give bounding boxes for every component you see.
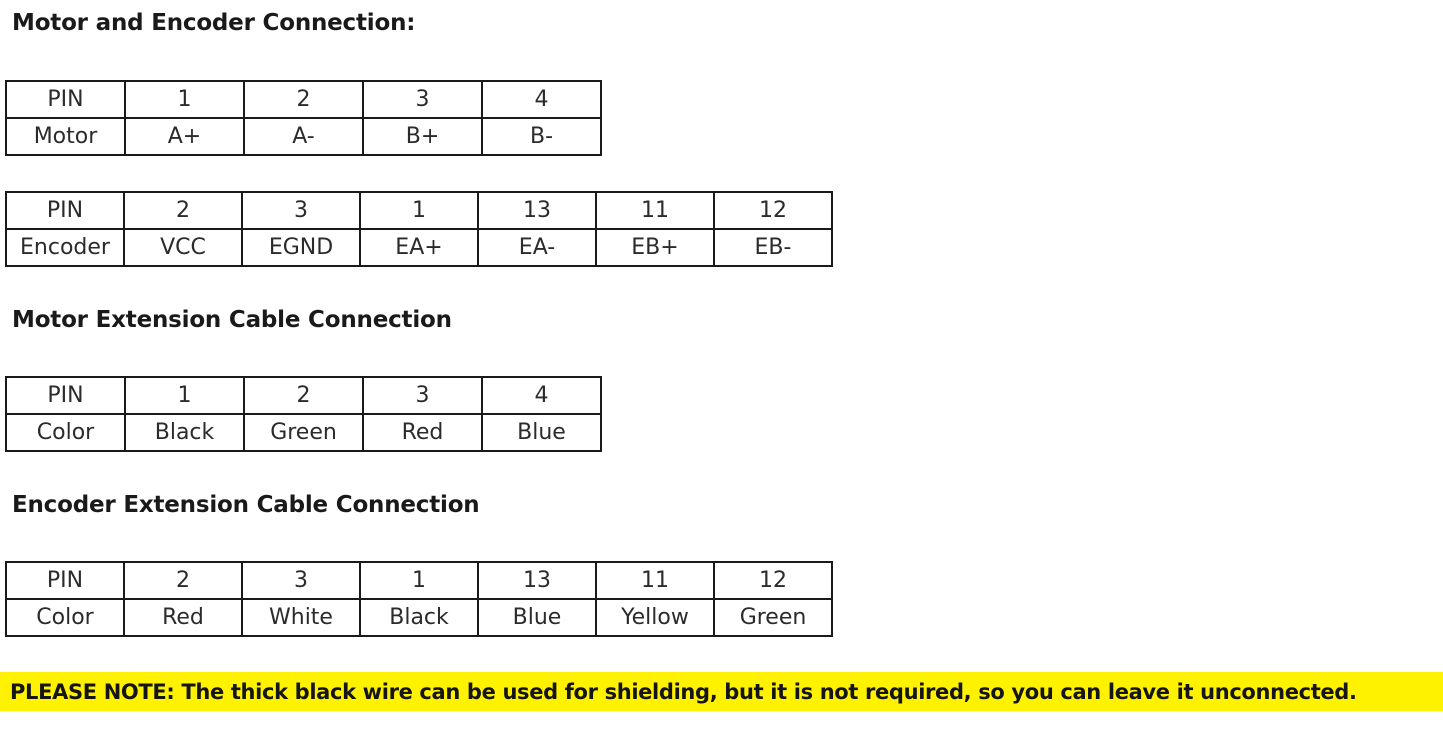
row-label-pin: PIN <box>5 191 125 230</box>
cell-pin: 3 <box>362 80 483 119</box>
cell-value: Green <box>713 598 833 637</box>
cell-pin: 2 <box>243 376 364 415</box>
row-label-pin: PIN <box>5 561 125 600</box>
cell-value: Blue <box>477 598 597 637</box>
cell-value: Blue <box>481 413 602 452</box>
row-label-motor: Motor <box>5 117 126 156</box>
cell-value: EA- <box>477 228 597 267</box>
cell-value: B+ <box>362 117 483 156</box>
row-label-pin: PIN <box>5 80 126 119</box>
cell-value: White <box>241 598 361 637</box>
row-label-pin: PIN <box>5 376 126 415</box>
heading-motor-and-encoder-connection: Motor and Encoder Connection: <box>12 10 416 36</box>
cell-pin: 2 <box>123 561 243 600</box>
cell-value: VCC <box>123 228 243 267</box>
cell-pin: 4 <box>481 80 602 119</box>
cell-pin: 3 <box>241 191 361 230</box>
note-banner: PLEASE NOTE: The thick black wire can be… <box>0 672 1443 711</box>
cell-pin: 2 <box>123 191 243 230</box>
cell-value: EB+ <box>595 228 715 267</box>
table-row: Color Black Green Red Blue <box>5 413 602 452</box>
encoder-extension-cable-table: PIN 2 3 1 13 11 12 Color Red White Black… <box>5 561 833 637</box>
cell-pin: 12 <box>713 191 833 230</box>
cell-value: Green <box>243 413 364 452</box>
cell-value: Black <box>359 598 479 637</box>
row-label-color: Color <box>5 598 125 637</box>
cell-pin: 12 <box>713 561 833 600</box>
cell-value: Yellow <box>595 598 715 637</box>
table-row: PIN 1 2 3 4 <box>5 80 602 119</box>
encoder-connection-table: PIN 2 3 1 13 11 12 Encoder VCC EGND EA+ … <box>5 191 833 267</box>
cell-pin: 11 <box>595 191 715 230</box>
table-row: PIN 2 3 1 13 11 12 <box>5 191 833 230</box>
cell-value: B- <box>481 117 602 156</box>
note-text: PLEASE NOTE: The thick black wire can be… <box>10 679 1357 704</box>
cell-pin: 11 <box>595 561 715 600</box>
cell-pin: 2 <box>243 80 364 119</box>
row-label-encoder: Encoder <box>5 228 125 267</box>
table-row: PIN 1 2 3 4 <box>5 376 602 415</box>
cell-value: Red <box>123 598 243 637</box>
cell-value: EA+ <box>359 228 479 267</box>
cell-value: A- <box>243 117 364 156</box>
cell-pin: 13 <box>477 191 597 230</box>
cell-pin: 1 <box>359 191 479 230</box>
cell-pin: 3 <box>241 561 361 600</box>
heading-motor-extension-cable-connection: Motor Extension Cable Connection <box>12 307 452 333</box>
table-row: PIN 2 3 1 13 11 12 <box>5 561 833 600</box>
cell-value: Red <box>362 413 483 452</box>
cell-pin: 3 <box>362 376 483 415</box>
table-row: Motor A+ A- B+ B- <box>5 117 602 156</box>
heading-encoder-extension-cable-connection: Encoder Extension Cable Connection <box>12 492 480 518</box>
cell-value: EB- <box>713 228 833 267</box>
cell-value: A+ <box>124 117 245 156</box>
cell-pin: 13 <box>477 561 597 600</box>
cell-pin: 1 <box>359 561 479 600</box>
row-label-color: Color <box>5 413 126 452</box>
cell-value: EGND <box>241 228 361 267</box>
motor-connection-table: PIN 1 2 3 4 Motor A+ A- B+ B- <box>5 80 602 156</box>
table-row: Color Red White Black Blue Yellow Green <box>5 598 833 637</box>
cell-pin: 4 <box>481 376 602 415</box>
cell-value: Black <box>124 413 245 452</box>
cell-pin: 1 <box>124 80 245 119</box>
cell-pin: 1 <box>124 376 245 415</box>
motor-extension-cable-table: PIN 1 2 3 4 Color Black Green Red Blue <box>5 376 602 452</box>
table-row: Encoder VCC EGND EA+ EA- EB+ EB- <box>5 228 833 267</box>
